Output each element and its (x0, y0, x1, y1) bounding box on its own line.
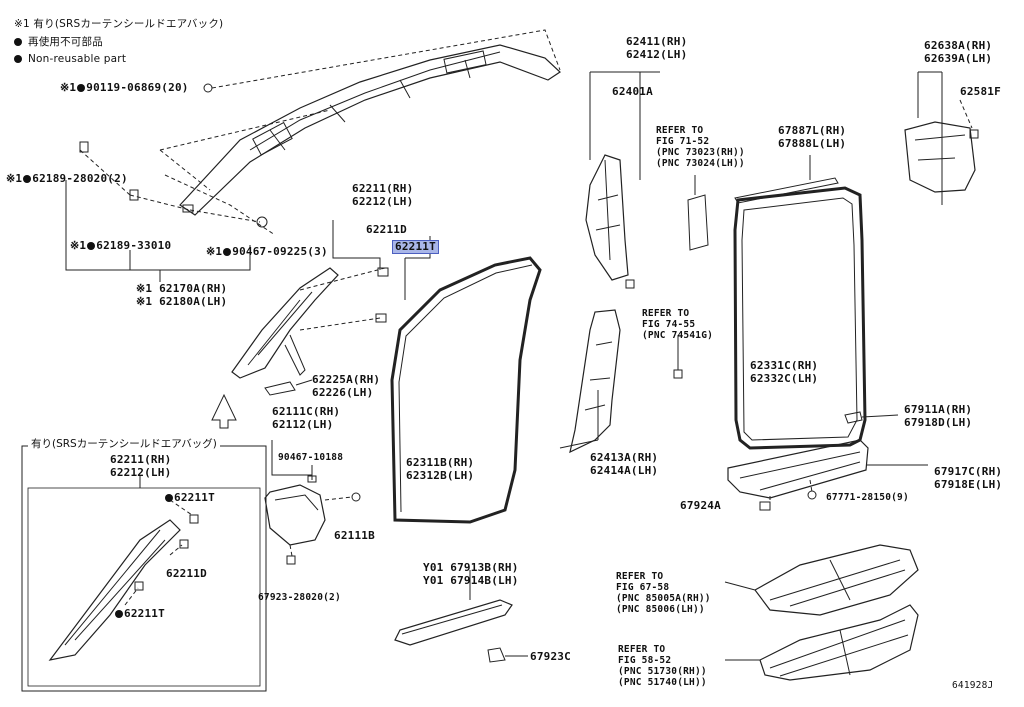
refer-line: FIG 71-52 (656, 136, 710, 147)
part-62189-33010[interactable]: ※1 62189-33010 (70, 240, 171, 252)
part-62111C[interactable]: 62111C(RH) (272, 405, 341, 418)
part-62211[interactable]: 62211(RH) (352, 182, 414, 195)
part-62414A[interactable]: 62414A(LH) (590, 464, 659, 477)
legend-nonreusable-jp: 再使用不可部品 (14, 36, 103, 48)
part-62311B[interactable]: 62311B(RH) (406, 456, 475, 469)
inset-part-62212[interactable]: 62212(LH) (110, 466, 172, 479)
part-number: 62180A(LH) (159, 295, 228, 308)
part-number: 62189-33010 (96, 239, 172, 252)
part-62111B[interactable]: 62111B (334, 529, 375, 542)
part-67888L[interactable]: 67888L(LH) (778, 137, 847, 150)
refer-line: FIG 74-55 (642, 319, 696, 330)
part-number: 62189-28020(2) (32, 172, 128, 185)
part-62225A[interactable]: 62225A(RH) (312, 373, 381, 386)
part-number: 90119-06869(20) (86, 81, 189, 94)
nonreusable-dot-icon (87, 242, 96, 250)
refer-line: REFER TO (616, 571, 664, 582)
part-number: 62170A(RH) (159, 282, 228, 295)
nonreusable-dot-icon (23, 175, 32, 183)
part-62312B[interactable]: 62312B(LH) (406, 469, 475, 482)
refer-line: (PNC 74541G) (642, 330, 714, 341)
nonreusable-dot-icon (223, 248, 232, 256)
legend-note-srs: ※1 有り(SRSカーテンシールドエアバック) (14, 18, 224, 30)
part-number: 62211T (124, 607, 165, 620)
part-62112[interactable]: 62112(LH) (272, 418, 334, 431)
part-67771-28150[interactable]: 67771-28150(9) (826, 492, 909, 503)
inset-part-62211D[interactable]: 62211D (166, 567, 207, 580)
part-number: 90467-09225(3) (232, 245, 328, 258)
legend-item-jp: 再使用不可部品 (28, 36, 103, 48)
part-62412[interactable]: 62412(LH) (626, 48, 688, 61)
refer-fig-67-58[interactable]: REFER TO FIG 67-58 (PNC 85005A(RH)) (PNC… (616, 560, 711, 615)
part-67918D[interactable]: 67918D(LH) (904, 416, 973, 429)
part-67923-28020[interactable]: 67923-28020(2) (258, 592, 341, 603)
note-ref-mark: ※1 (70, 239, 87, 252)
part-62212[interactable]: 62212(LH) (352, 195, 414, 208)
refer-line: (PNC 73024(LH)) (656, 158, 745, 169)
inset-title: 有り(SRSカーテンシールドエアバッグ) (28, 436, 220, 451)
part-62332C[interactable]: 62332C(LH) (750, 372, 819, 385)
refer-line: (PNC 85006(LH)) (616, 604, 705, 615)
filled-dot-icon (14, 55, 22, 63)
nonreusable-dot-icon (115, 610, 123, 618)
inset-part-62211[interactable]: 62211(RH) (110, 453, 172, 466)
part-90467-09225[interactable]: ※1 90467-09225(3) (206, 246, 328, 258)
inset-part-62211T-top[interactable]: 62211T (164, 492, 215, 504)
part-67887L[interactable]: 67887L(RH) (778, 124, 847, 137)
part-62413A[interactable]: 62413A(RH) (590, 451, 659, 464)
part-67911A[interactable]: 67911A(RH) (904, 403, 973, 416)
part-62581F[interactable]: 62581F (960, 85, 1001, 98)
note-ref-mark: ※1 (136, 282, 153, 295)
refer-line: (PNC 51730(RH)) (618, 666, 707, 677)
part-90119[interactable]: ※1 90119-06869(20) (60, 82, 189, 94)
refer-line: REFER TO (618, 644, 666, 655)
part-67918E[interactable]: 67918E(LH) (934, 478, 1003, 491)
refer-line: REFER TO (656, 125, 704, 136)
refer-fig-58-52[interactable]: REFER TO FIG 58-52 (PNC 51730(RH)) (PNC … (618, 633, 707, 688)
part-62211T-highlighted[interactable]: 62211T (392, 240, 439, 254)
part-62411[interactable]: 62411(RH) (626, 35, 688, 48)
part-62401A[interactable]: 62401A (612, 85, 653, 98)
refer-line: FIG 67-58 (616, 582, 670, 593)
part-90467-10188[interactable]: 90467-10188 (278, 452, 344, 463)
legend-nonreusable-en: Non-reusable part (14, 53, 126, 65)
part-62638A[interactable]: 62638A(RH) (924, 39, 993, 52)
refer-line: (PNC 73023(RH)) (656, 147, 745, 158)
note-ref-mark: ※1 (206, 245, 223, 258)
refer-line: (PNC 51740(LH)) (618, 677, 707, 688)
note-ref-mark: ※1 (136, 295, 153, 308)
filled-dot-icon (14, 38, 22, 46)
note-ref-mark: ※1 (60, 81, 77, 94)
refer-fig-71-52[interactable]: REFER TO FIG 71-52 (PNC 73023(RH)) (PNC … (656, 114, 745, 169)
nonreusable-dot-icon (165, 494, 173, 502)
part-67924A[interactable]: 67924A (680, 499, 721, 512)
part-number: 62211T (174, 491, 215, 504)
part-67923C[interactable]: 67923C (530, 650, 571, 663)
part-67917C[interactable]: 67917C(RH) (934, 465, 1003, 478)
refer-line: (PNC 85005A(RH)) (616, 593, 711, 604)
part-62331C[interactable]: 62331C(RH) (750, 359, 819, 372)
part-67914B[interactable]: Y01 67914B(LH) (423, 574, 519, 587)
diagram-id: 641928J (952, 680, 994, 691)
refer-fig-74-55[interactable]: REFER TO FIG 74-55 (PNC 74541G) (642, 297, 713, 341)
part-62170A[interactable]: ※1 62170A(RH) (136, 283, 227, 295)
part-62226[interactable]: 62226(LH) (312, 386, 374, 399)
part-67913B[interactable]: Y01 67913B(RH) (423, 561, 519, 574)
nonreusable-dot-icon (77, 84, 86, 92)
refer-line: REFER TO (642, 308, 690, 319)
inset-part-62211T-bottom[interactable]: 62211T (114, 608, 165, 620)
part-62639A[interactable]: 62639A(LH) (924, 52, 993, 65)
part-62211D[interactable]: 62211D (366, 223, 407, 236)
legend-item-en: Non-reusable part (28, 53, 127, 65)
refer-line: FIG 58-52 (618, 655, 672, 666)
part-62189-28020[interactable]: ※1 62189-28020(2) (6, 173, 128, 185)
part-62180A[interactable]: ※1 62180A(LH) (136, 296, 227, 308)
note-ref-mark: ※1 (6, 172, 23, 185)
